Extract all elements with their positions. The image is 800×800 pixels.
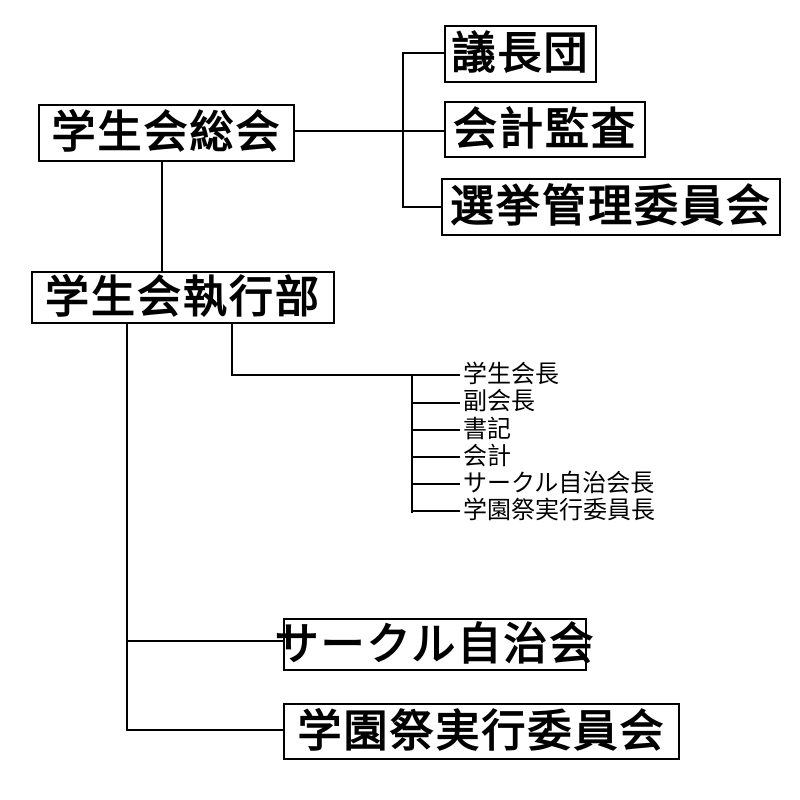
node-accounting-audit: 会計監査	[444, 101, 646, 158]
node-circle-association: サークル自治会	[275, 618, 593, 671]
connector-executive-to-roles	[231, 324, 233, 376]
role-label-festival-chair: 学園祭実行委員長	[463, 497, 655, 524]
role-tick-festival-chair	[412, 510, 460, 512]
node-student-assembly: 学生会総会	[38, 104, 295, 162]
connector-right-branch-vertical	[402, 52, 404, 208]
connector-assembly-to-right-branch	[295, 130, 444, 132]
connector-to-chair-group	[403, 52, 444, 54]
role-label-president: 学生会長	[463, 361, 559, 388]
role-tick-circle-president	[412, 483, 460, 485]
connector-to-circle-association	[127, 640, 283, 642]
role-label-circle-president: サークル自治会長	[463, 470, 655, 497]
role-label-treasurer: 会計	[463, 443, 511, 470]
connector-roles-top	[231, 374, 460, 376]
role-label-secretary: 書記	[463, 416, 511, 443]
node-festival-committee: 学園祭実行委員会	[283, 703, 680, 760]
node-chair-group: 議長団	[444, 25, 597, 83]
role-tick-treasurer	[412, 456, 460, 458]
connector-to-festival-committee	[127, 729, 283, 731]
role-tick-secretary	[412, 429, 460, 431]
role-label-vice-president: 副会長	[463, 388, 535, 415]
connector-assembly-to-executive	[161, 162, 163, 271]
role-tick-vice-president	[412, 402, 460, 404]
node-election-committee: 選挙管理委員会	[441, 178, 781, 236]
connector-roles-vertical	[411, 374, 413, 513]
node-executive-board: 学生会執行部	[31, 271, 335, 324]
connector-to-election-committee	[403, 206, 441, 208]
connector-executive-bottom-vertical	[126, 324, 128, 731]
